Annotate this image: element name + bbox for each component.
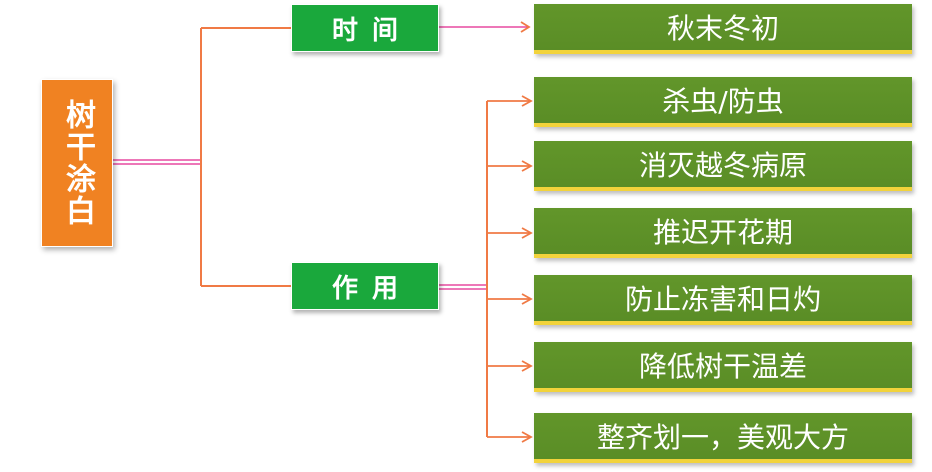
leaf-purpose-4: 防止冻害和日灼	[534, 275, 912, 325]
root-node: 树干涂白	[41, 79, 113, 247]
category-purpose: 作用	[291, 262, 439, 310]
category-time: 时间	[291, 4, 439, 52]
leaf-purpose-2: 消灭越冬病原	[534, 141, 912, 191]
leaf-purpose-5: 降低树干温差	[534, 342, 912, 392]
leaf-purpose-3: 推迟开花期	[534, 208, 912, 258]
leaf-purpose-1: 杀虫/防虫	[534, 77, 912, 127]
leaf-time-1: 秋末冬初	[534, 4, 912, 54]
leaf-purpose-6: 整齐划一，美观大方	[534, 413, 912, 463]
